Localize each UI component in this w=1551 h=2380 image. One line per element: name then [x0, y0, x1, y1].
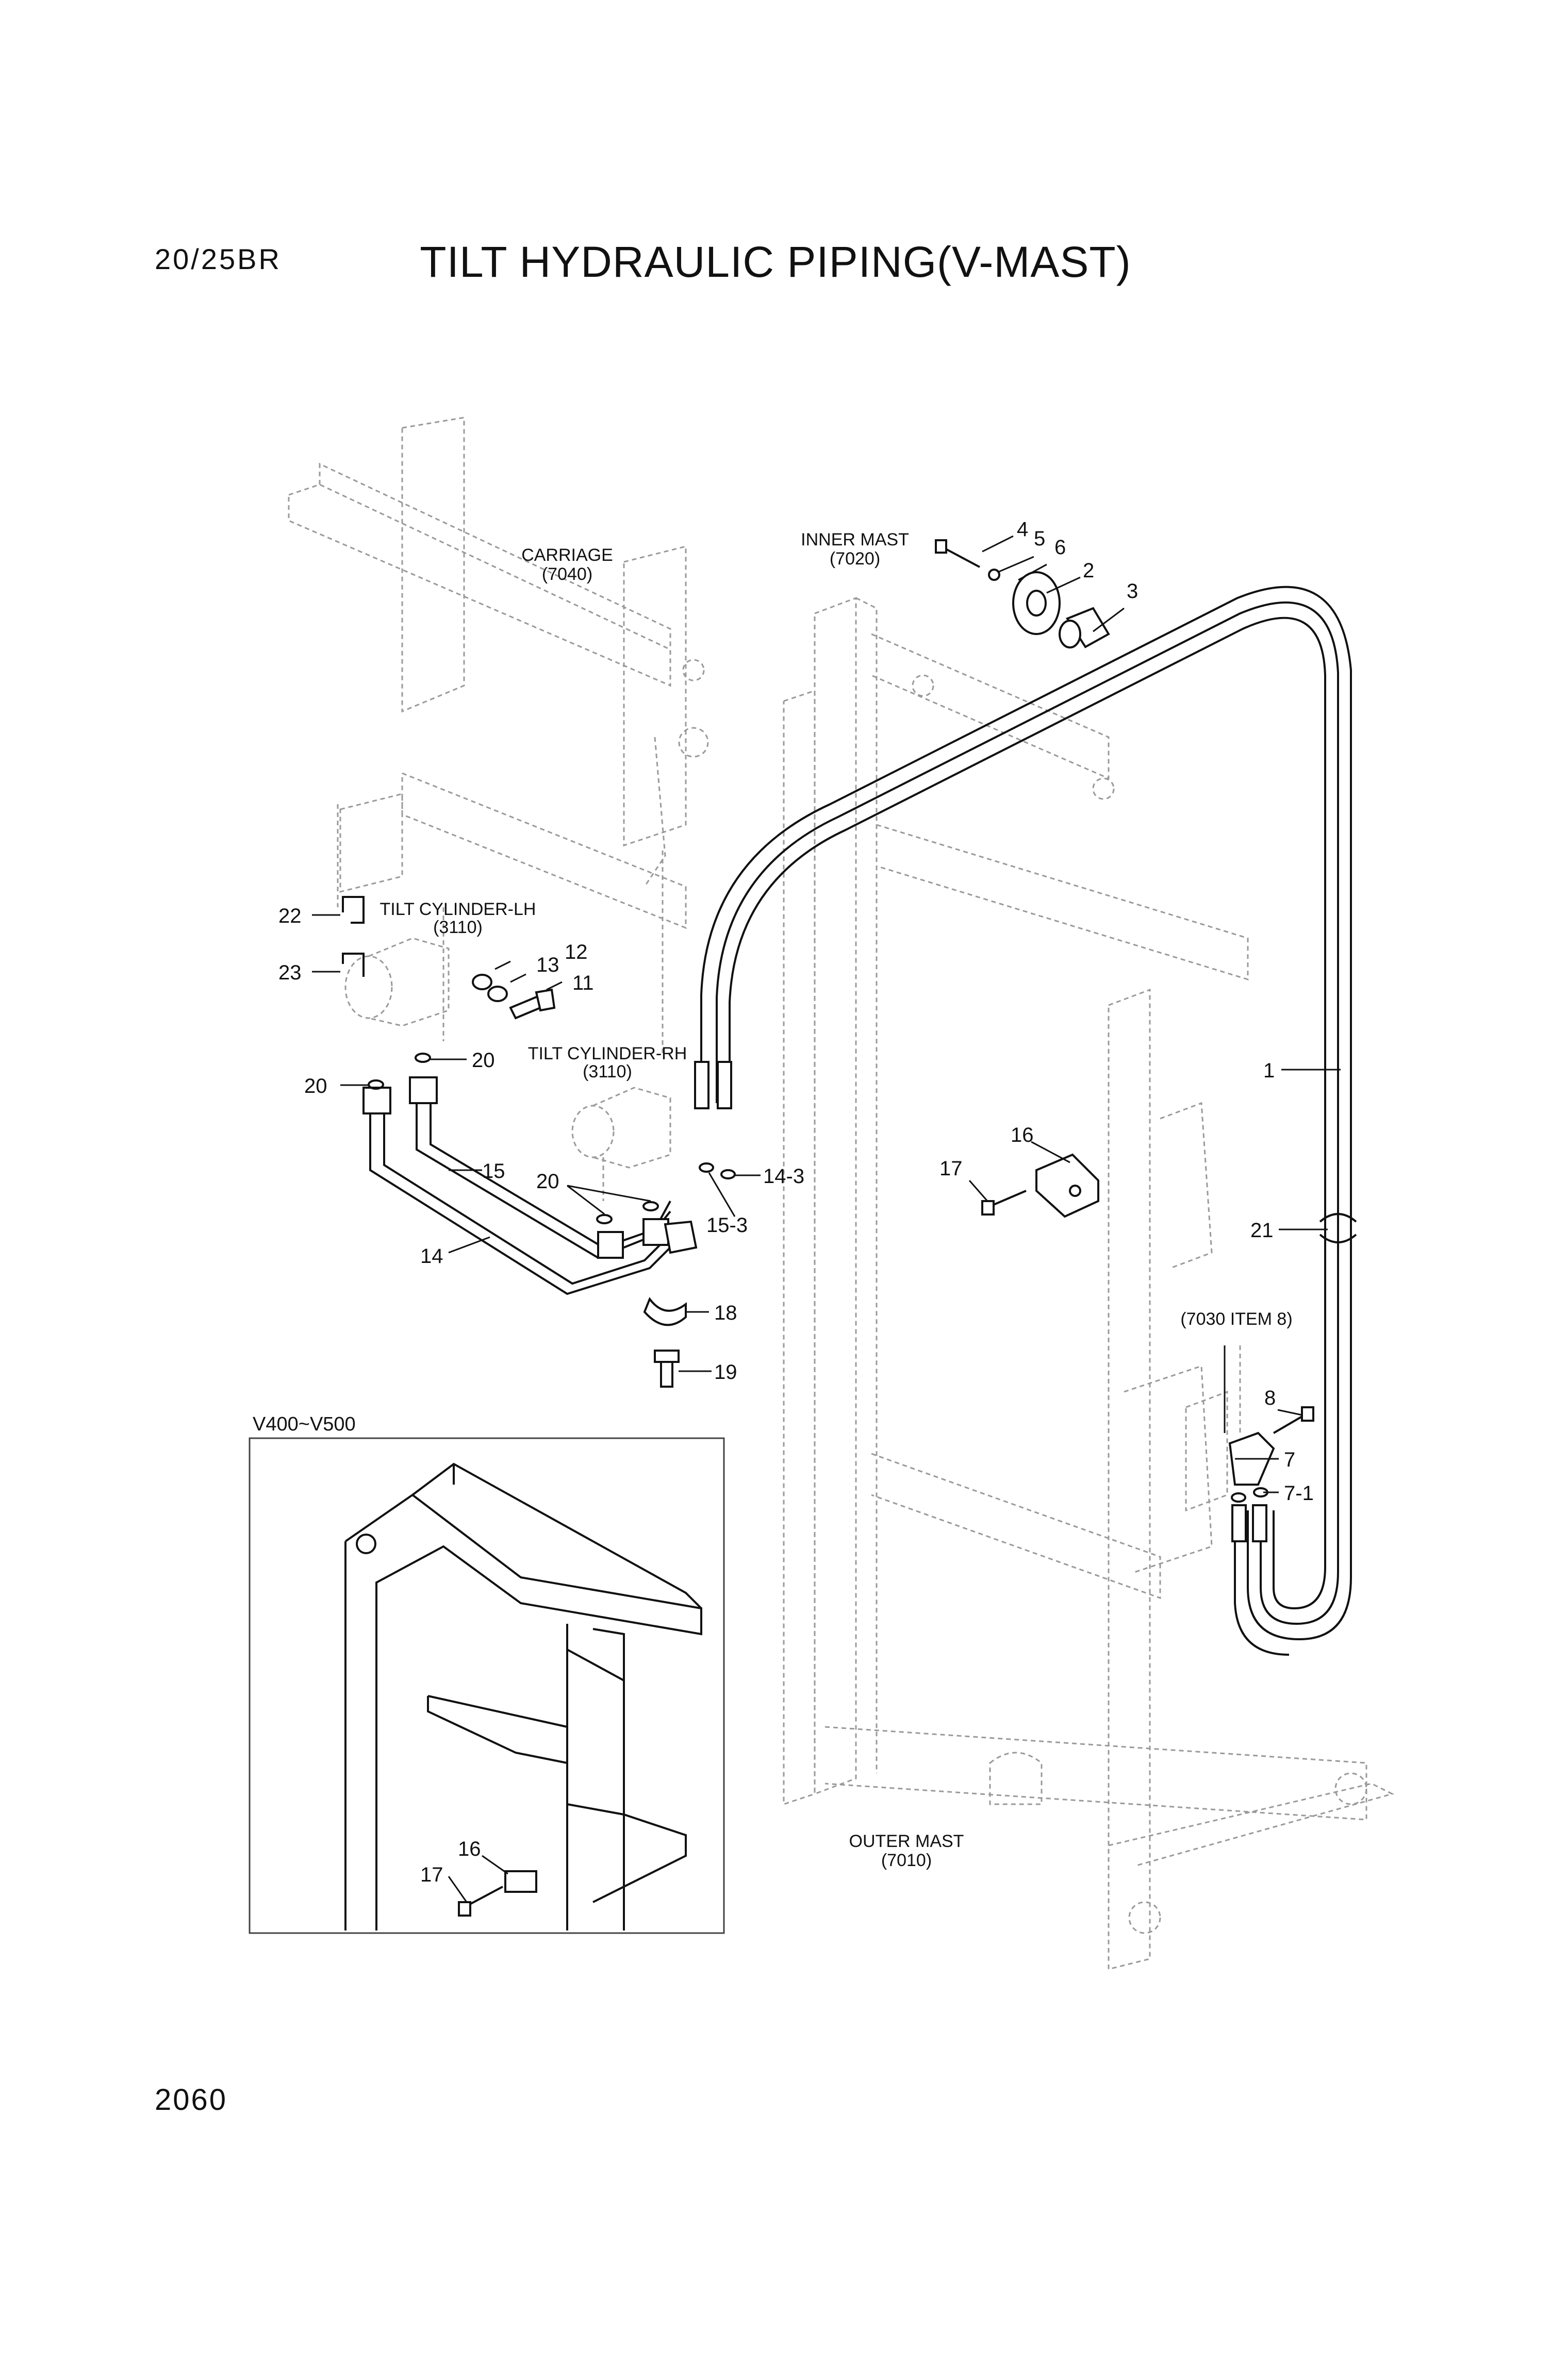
- callout-8: 8: [1264, 1387, 1276, 1409]
- callout-7-1: 7-1: [1284, 1482, 1314, 1505]
- o-rings: [368, 1053, 736, 1224]
- page-number: 2060: [155, 2083, 228, 2117]
- callout-18: 18: [714, 1302, 737, 1324]
- callout-3: 3: [1127, 580, 1138, 603]
- callout-15: 15: [482, 1160, 505, 1183]
- tilt-cylinder-rh-label: TILT CYLINDER-RH: [528, 1044, 687, 1063]
- callout-20-rh: 20: [536, 1170, 559, 1193]
- callout-13: 13: [536, 954, 559, 976]
- inner-mast-ref: (7020): [830, 549, 880, 569]
- hose-assembly: [694, 586, 1352, 1656]
- outer-mast-ref: (7010): [881, 1851, 932, 1870]
- callout-6: 6: [1054, 536, 1066, 559]
- callout-16: 16: [1011, 1124, 1034, 1146]
- callout-23: 23: [278, 961, 302, 984]
- item-ref-label: (7030 ITEM 8): [1180, 1309, 1292, 1329]
- callout-11: 11: [572, 972, 594, 994]
- callout-4: 4: [1017, 518, 1028, 541]
- carriage-ref: (7040): [542, 564, 592, 584]
- inner-mast-ghost: [814, 596, 1249, 1795]
- carriage-ghost: [288, 417, 709, 1057]
- tilt-cylinder-lh-label: TILT CYLINDER-LH: [380, 900, 536, 919]
- callout-labels: 4 5 6 2 3 1 21 8 7 7-1 12 13 11 22 23 20…: [278, 518, 1314, 1886]
- callout-17: 17: [939, 1157, 963, 1180]
- model-code: 20/25BR: [155, 243, 282, 275]
- carriage-label: CARRIAGE: [521, 545, 613, 565]
- inner-mast-label: INNER MAST: [801, 530, 909, 550]
- lh-brackets: [342, 896, 556, 1020]
- inset-callout-17: 17: [420, 1863, 443, 1886]
- block-16: [981, 1153, 1099, 1218]
- callout-2: 2: [1083, 559, 1094, 582]
- outer-mast-label: OUTER MAST: [849, 1832, 964, 1851]
- callout-20-upper: 20: [472, 1049, 495, 1072]
- inset-label: V400~V500: [253, 1413, 356, 1435]
- clamp-21: [1319, 1213, 1357, 1243]
- inset-v400-v500: [249, 1437, 725, 1934]
- callout-22: 22: [278, 905, 302, 927]
- assembly-notes: CARRIAGE (7040) INNER MAST (7020) OUTER …: [253, 530, 1293, 1870]
- inset-callout-16: 16: [458, 1838, 481, 1860]
- callout-1: 1: [1263, 1059, 1275, 1082]
- callout-14-3: 14-3: [763, 1165, 804, 1188]
- tilt-cylinder-lh-ghost: [337, 804, 450, 1041]
- tilt-cylinder-lh-ref: (3110): [433, 918, 483, 937]
- callout-14: 14: [420, 1245, 443, 1268]
- callout-12: 12: [565, 941, 588, 963]
- page-title: TILT HYDRAULIC PIPING(V-MAST): [420, 238, 1131, 286]
- outer-mast-ghost: [783, 689, 1395, 1970]
- callout-7: 7: [1284, 1449, 1295, 1471]
- hose-clamp-parts: [935, 539, 1110, 648]
- callout-15-3: 15-3: [706, 1214, 748, 1237]
- tilt-pipes: [362, 1076, 698, 1388]
- callout-19: 19: [714, 1361, 737, 1384]
- callout-5: 5: [1034, 527, 1045, 550]
- leader-lines: [312, 535, 1341, 1493]
- callout-20-left: 20: [304, 1075, 327, 1097]
- tilt-cylinder-rh-ghost: [571, 1087, 671, 1201]
- callout-21: 21: [1250, 1219, 1274, 1242]
- tilt-cylinder-rh-ref: (3110): [583, 1062, 632, 1081]
